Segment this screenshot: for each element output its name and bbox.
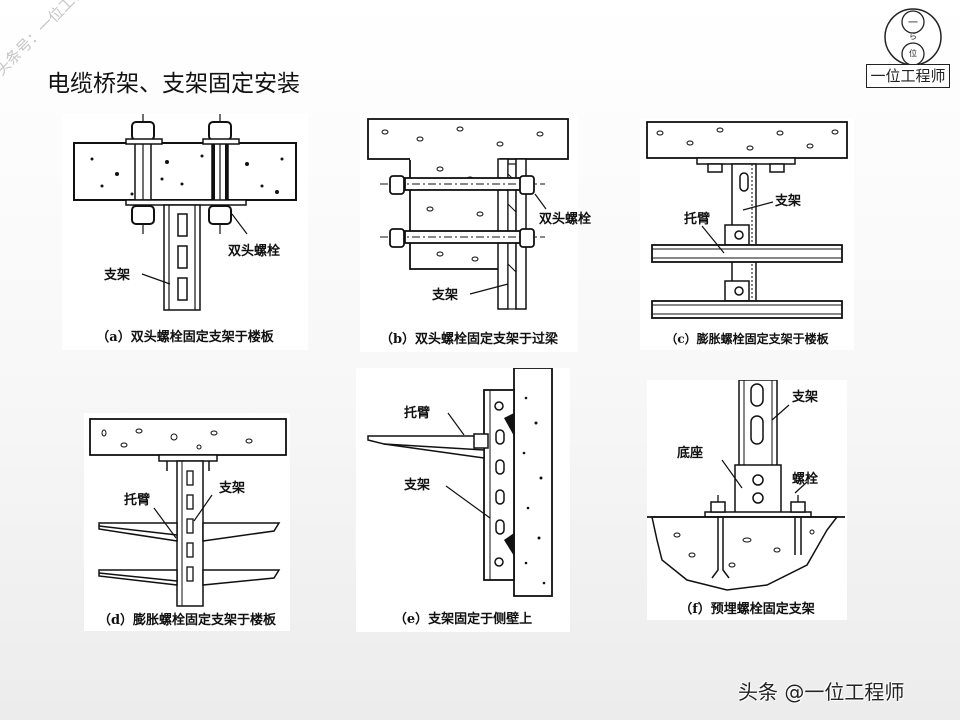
caption-c: （c）膨胀螺栓固定支架于楼板 (665, 332, 829, 346)
panel-d: 支架 托臂 （d）膨胀螺栓固定支架于楼板 (84, 413, 290, 631)
panel-c: 支架 托臂 （c）膨胀螺栓固定支架于楼板 (640, 118, 854, 350)
label-bracket: 支架 (775, 194, 802, 209)
label-double-bolt: 双头螺栓 (228, 244, 281, 259)
label-arm: 托臂 (124, 493, 151, 508)
diagram-c (646, 121, 848, 319)
panel-f: 支架 底座 螺栓 （f）预埋螺栓固定支架 (647, 380, 847, 620)
label-bracket: 支架 (219, 481, 246, 496)
caption-d: （d）膨胀螺栓固定支架于楼板 (97, 613, 277, 628)
label-arm: 托臂 (404, 406, 431, 421)
diagram-e (367, 368, 553, 597)
panel-e: 托臂 支架 （e）支架固定于侧壁上 (356, 368, 570, 632)
caption-f: （f）预埋螺栓固定支架 (679, 602, 815, 617)
label-bolt: 螺栓 (792, 472, 819, 487)
logo-mid-char: ら (909, 32, 917, 41)
slide-title: 电缆桥架、支架固定安装 (47, 71, 300, 97)
label-bracket: 支架 (432, 288, 459, 303)
label-bracket: 支架 (104, 268, 131, 283)
label-double-bolt: 双头螺栓 (539, 212, 592, 227)
panel-a: 双头螺栓 支架 （a）双头螺栓固定支架于楼板 (62, 114, 308, 350)
logo: 一 ら 位 (855, 4, 955, 92)
logo-bottom-char: 位 (909, 49, 917, 58)
diagram-a (73, 114, 297, 311)
label-base: 底座 (677, 446, 704, 461)
footer-attribution: 头条 @一位工程师 (738, 680, 905, 704)
logo-label: 一位工程师 (866, 64, 950, 88)
label-arm: 托臂 (684, 212, 711, 227)
diagram-d (89, 418, 287, 607)
label-bracket: 支架 (404, 478, 431, 493)
panel-b: 双头螺栓 支架 （b）双头螺栓固定支架于过梁 (360, 114, 591, 352)
diagram-b (367, 118, 569, 310)
diagram-f (647, 380, 845, 591)
caption-a: （a）双头螺栓固定支架于楼板 (96, 330, 274, 345)
label-bracket: 支架 (792, 390, 819, 405)
caption-e: （e）支架固定于侧壁上 (393, 612, 533, 627)
logo-top-char: 一 (908, 18, 918, 29)
caption-b: （b）双头螺栓固定支架于过梁 (379, 332, 559, 347)
logo-graphic (884, 8, 942, 66)
